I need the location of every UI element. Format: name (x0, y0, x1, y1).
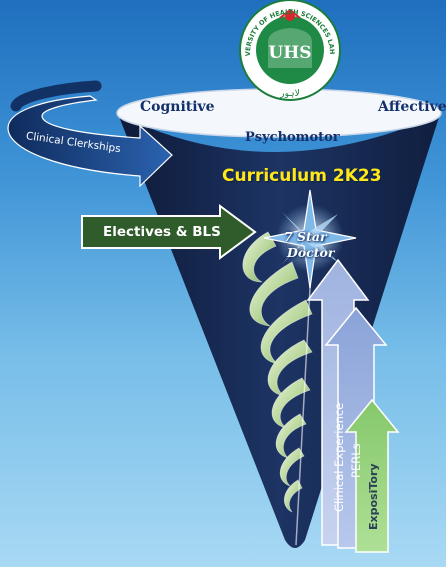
cognitive-label: Cognitive (140, 99, 215, 115)
logo-abbreviation: UHS (268, 43, 311, 63)
star-icon (263, 189, 357, 289)
perls-label: PERLs (349, 443, 363, 478)
clinical-experience-label: Clinical Experience (332, 402, 346, 512)
star-label-line1: 7 Star (284, 229, 327, 244)
star-label-line2: Doctor (287, 245, 335, 260)
spiral-ribbon (242, 231, 313, 513)
expository-label: ExposiTory (367, 463, 380, 530)
expository-arrow (344, 398, 400, 553)
affective-label: Affective (378, 99, 446, 115)
logo-urdu-text: لاہور (279, 89, 299, 99)
curriculum-title: Curriculum 2K23 (222, 166, 382, 186)
electives-arrow (81, 204, 257, 260)
uhs-logo: UHS UNIVERSITY OF HEALTH SCIENCES LAHORE… (0, 0, 341, 101)
psychomotor-label: Psychomotor (245, 130, 340, 145)
electives-label: Electives & BLS (103, 224, 221, 240)
clerkship-arrow (7, 80, 173, 188)
